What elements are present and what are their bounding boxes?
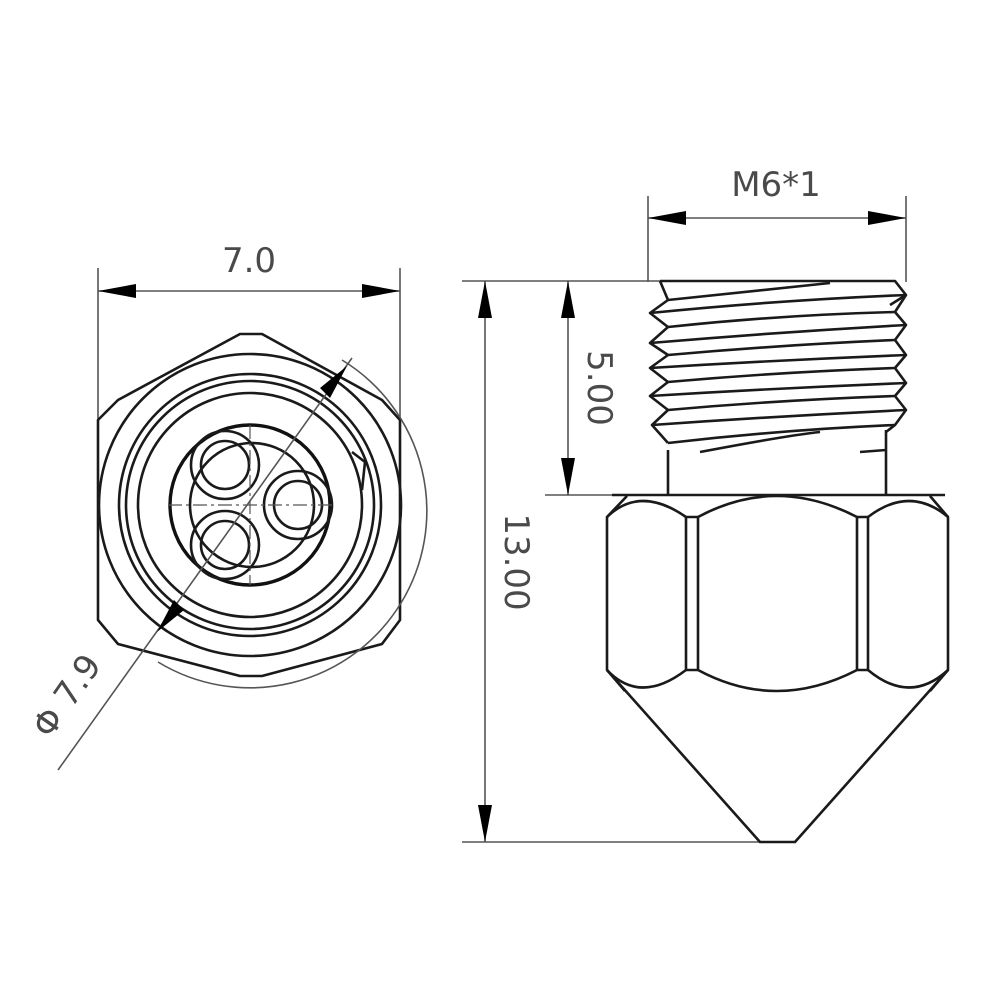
total-length-label: 13.00 (496, 513, 536, 610)
nozzle-cone (606, 669, 949, 844)
total-length-dimension: 13.00 (478, 281, 536, 842)
thread-dimension: M6*1 (647, 165, 907, 282)
width-dimension-label: 7.0 (222, 241, 276, 281)
thread-length-dimension: 5.00 (561, 281, 619, 495)
hex-body (605, 493, 950, 693)
thread-dimension-label: M6*1 (731, 165, 821, 205)
hex-outline (96, 332, 402, 678)
thread-section (648, 279, 908, 495)
end-view: 7.0 Φ 7.9 (25, 241, 428, 771)
diameter-dimension-label: Φ 7.9 (25, 647, 110, 745)
hex-chamfer-circle (97, 352, 403, 658)
side-view: M6*1 5.00 13.00 (462, 165, 950, 844)
thread-length-label: 5.00 (579, 350, 619, 426)
